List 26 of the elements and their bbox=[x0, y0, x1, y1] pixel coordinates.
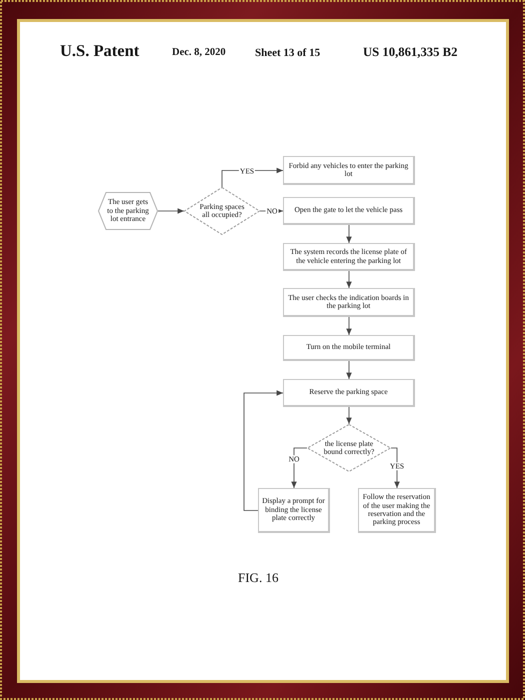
arrow bbox=[346, 406, 352, 424]
process-box bbox=[283, 288, 415, 317]
arrow bbox=[291, 448, 308, 488]
patent-heading: U.S. Patent bbox=[60, 43, 140, 60]
process-box bbox=[283, 197, 415, 225]
arrow bbox=[244, 390, 284, 511]
decision-diamond bbox=[307, 424, 391, 472]
sheet-number: Sheet 13 of 15 bbox=[255, 48, 320, 59]
process-box bbox=[283, 156, 415, 185]
process-box bbox=[283, 243, 415, 271]
arrow bbox=[346, 360, 352, 380]
process-box bbox=[283, 379, 415, 407]
process-box bbox=[283, 335, 415, 361]
arrow bbox=[222, 168, 284, 188]
patent-number: US 10,861,335 B2 bbox=[363, 46, 458, 59]
process-box bbox=[358, 488, 436, 533]
date-text: Dec. 8, 2020 bbox=[172, 48, 226, 58]
arrow bbox=[346, 270, 352, 288]
decision-diamond bbox=[184, 187, 260, 235]
process-box bbox=[258, 488, 330, 533]
figure-caption: FIG. 16 bbox=[238, 571, 278, 584]
arrow bbox=[390, 448, 400, 488]
arrow bbox=[346, 316, 352, 336]
start-hexagon bbox=[98, 192, 158, 230]
arrow bbox=[158, 208, 184, 214]
arrow bbox=[346, 224, 352, 244]
